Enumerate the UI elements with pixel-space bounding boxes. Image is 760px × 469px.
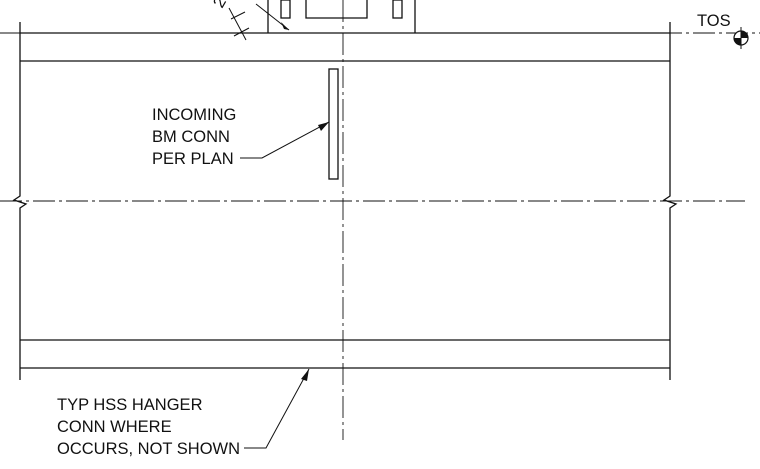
fitting-slot-left [280, 0, 291, 19]
incoming-connection-plate [328, 68, 339, 180]
hanger-note-arrowhead [301, 369, 309, 381]
tos-elevation-symbol [733, 27, 749, 49]
right-break-line [662, 22, 678, 380]
tos-label: TOS [697, 12, 731, 30]
hanger-note-line-2: CONN WHERE [57, 418, 172, 436]
incoming-note-line-3: PER PLAN [152, 150, 234, 168]
left-break-line [12, 22, 28, 380]
dimension-tick-top [230, 11, 246, 20]
hanger-note-leader [244, 368, 310, 449]
incoming-note-arrowhead [318, 122, 329, 131]
incoming-note-line-1: INCOMING [152, 106, 236, 124]
dimension-extension [228, 7, 247, 41]
incoming-note-leader [240, 121, 330, 159]
incoming-note-line-2: BM CONN [152, 128, 230, 146]
hanger-note-line-3: OCCURS, NOT SHOWN [57, 440, 240, 458]
fitting-slot-right [392, 0, 403, 19]
dimension-tick-bottom [233, 27, 250, 37]
dimension-leader-arrowhead [281, 22, 289, 30]
hanger-note-line-1: TYP HSS HANGER [57, 396, 203, 414]
fitting-inner-plate [305, 0, 368, 19]
dimension-value: 2 [210, 0, 230, 11]
